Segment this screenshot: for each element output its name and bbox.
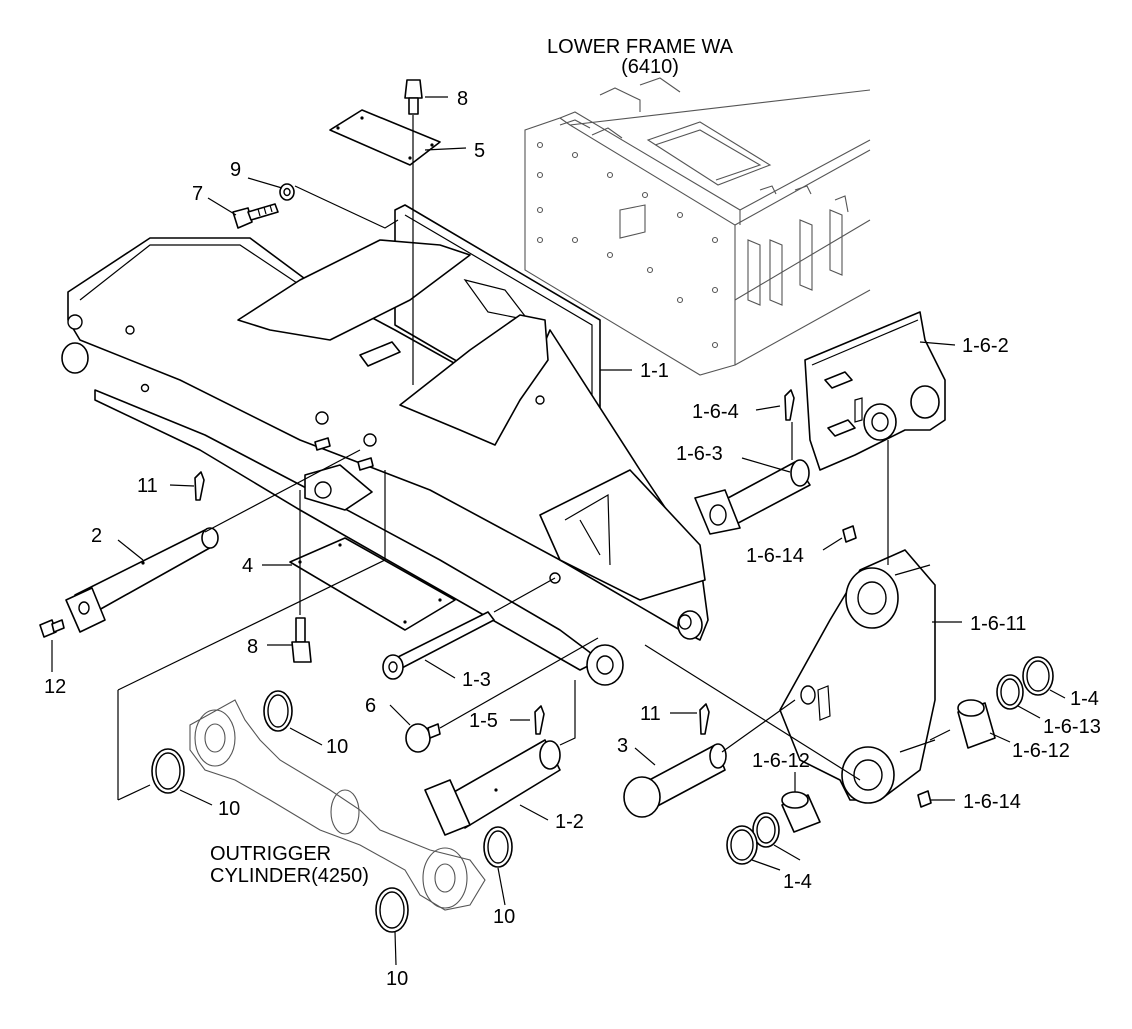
lower-frame-note: LOWER FRAME WA (6410) <box>547 36 734 78</box>
callout-3: 3 <box>617 735 628 757</box>
cover-plate-top <box>329 109 441 166</box>
callout-11-right: 11 <box>640 703 661 725</box>
callout-1-6-12-right: 1-6-12 <box>1012 740 1070 762</box>
callout-11-left: 11 <box>137 475 158 497</box>
bushing-1-6-12-left <box>781 791 821 833</box>
callout-1-5: 1-5 <box>469 710 498 732</box>
ring-1-4-right <box>1022 656 1054 696</box>
grease-nipple-12 <box>39 619 65 638</box>
cotter-pin-1-6-4 <box>784 389 795 421</box>
cotter-pin-11-left <box>194 471 205 501</box>
callout-1-6-3: 1-6-3 <box>676 443 723 465</box>
callout-10-a: 10 <box>326 736 348 758</box>
callout-1-2: 1-2 <box>555 811 584 833</box>
lower-frame-assembly <box>524 77 871 376</box>
callout-7: 7 <box>192 183 203 205</box>
lower-frame-note-line-1: LOWER FRAME WA <box>547 36 734 58</box>
seal-rings-10 <box>151 690 513 933</box>
callout-8-bottom: 8 <box>247 636 258 658</box>
callout-1-6-12-left: 1-6-12 <box>752 750 810 772</box>
pin-1-2 <box>424 739 561 836</box>
washer-9 <box>279 183 295 201</box>
callout-10-b: 10 <box>218 798 240 820</box>
outrigger-cylinder-note-line-2: CYLINDER(4250) <box>210 865 369 887</box>
callout-1-6-4: 1-6-4 <box>692 401 739 423</box>
pin-3 <box>623 743 727 818</box>
ring-1-6-13 <box>996 674 1024 710</box>
outrigger-cylinder <box>189 699 486 911</box>
ring-1-6-13-lower <box>752 812 780 848</box>
callouts: 8 5 9 7 1-1 1-6-2 1-6-4 1-6-3 11 2 1-6-1… <box>44 88 1101 990</box>
outrigger-box <box>61 204 709 686</box>
bolt-top <box>404 79 423 115</box>
ring-1-4-bottom <box>726 825 758 865</box>
bolt-bottom <box>291 617 312 663</box>
callout-12: 12 <box>44 676 66 698</box>
callout-1-6-14-bottom: 1-6-14 <box>963 791 1021 813</box>
callout-1-4-bottom: 1-4 <box>783 871 812 893</box>
callout-1-1: 1-1 <box>640 360 669 382</box>
callout-8-top: 8 <box>457 88 468 110</box>
callout-1-4-right: 1-4 <box>1070 688 1099 710</box>
pin-1-3 <box>382 611 495 680</box>
outrigger-cylinder-note-line-1: OUTRIGGER <box>210 843 331 865</box>
lower-frame-note-line-2: (6410) <box>621 56 679 78</box>
leader-lines <box>51 96 1066 966</box>
callout-5: 5 <box>474 140 485 162</box>
bushing-1-6-12-right <box>957 699 996 749</box>
cotter-pin-11-right <box>699 703 710 735</box>
callout-1-3: 1-3 <box>462 669 491 691</box>
pin-1-6-3 <box>694 459 811 535</box>
cotter-pin-1-5 <box>534 705 545 735</box>
callout-10-c: 10 <box>493 906 515 928</box>
bracket-1-6-2 <box>804 311 946 471</box>
callout-1-6-2: 1-6-2 <box>962 335 1009 357</box>
callout-4: 4 <box>242 555 253 577</box>
callout-1-6-13: 1-6-13 <box>1043 716 1101 738</box>
callout-1-6-11: 1-6-11 <box>970 613 1026 635</box>
callout-6: 6 <box>365 695 376 717</box>
callout-9: 9 <box>230 159 241 181</box>
link-1-6-11 <box>779 549 936 804</box>
pin-2 <box>65 527 219 633</box>
callout-10-d: 10 <box>386 968 408 990</box>
bolt-7 <box>232 203 279 229</box>
callout-2: 2 <box>91 525 102 547</box>
grease-nipple-1-6-14-top <box>842 525 857 543</box>
outrigger-cylinder-note: OUTRIGGER CYLINDER(4250) <box>210 843 369 887</box>
grease-nipple-1-6-14-bottom <box>917 790 932 808</box>
plug-6 <box>405 723 441 753</box>
callout-1-6-14-top: 1-6-14 <box>746 545 804 567</box>
